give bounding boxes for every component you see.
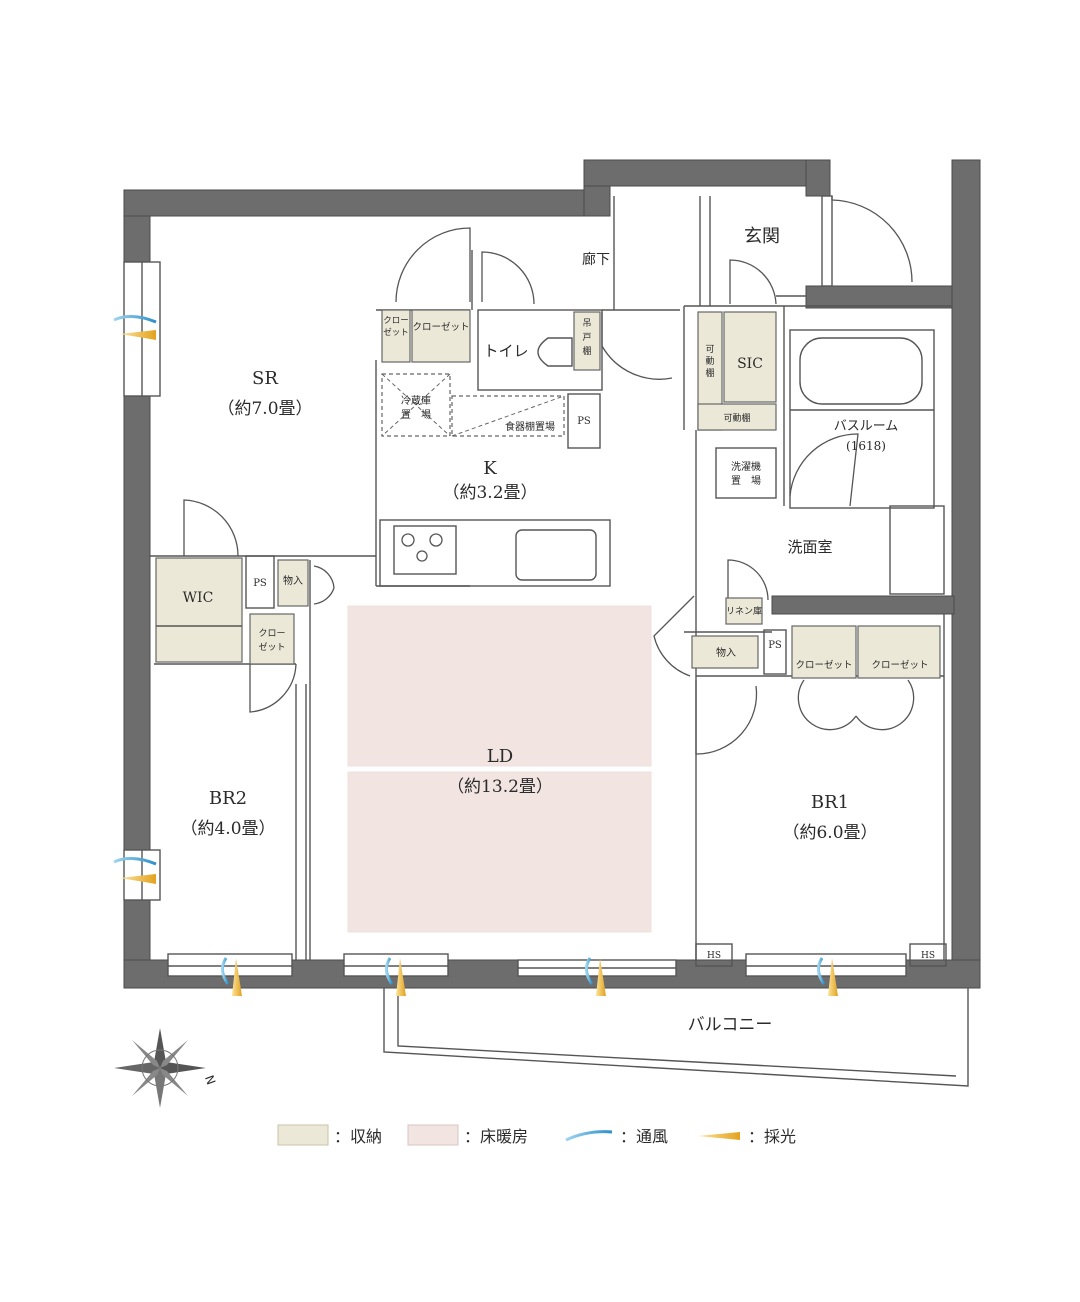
storage-sr-label: 物入 bbox=[283, 574, 303, 587]
sr-label: SR bbox=[252, 368, 278, 389]
legend-floor-heating-swatch bbox=[407, 1124, 459, 1146]
ld-size-label: （約13.2畳） bbox=[447, 777, 553, 797]
hs-left-label: HS bbox=[707, 951, 721, 961]
movable-shelf-v-label-3: 棚 bbox=[705, 367, 714, 379]
kitchen-label: K bbox=[483, 458, 497, 479]
br2-size-label: （約4.0畳） bbox=[180, 819, 275, 839]
legend: ：収納 ：床暖房 ：通風 ：採光 bbox=[277, 1124, 796, 1146]
movable-shelf-v-label-1: 可 bbox=[705, 344, 714, 355]
closet-br1-right-label: クローゼット bbox=[871, 659, 928, 671]
windows bbox=[123, 195, 907, 977]
sic-label: SIC bbox=[737, 356, 763, 372]
kitchen-size-label: （約3.2畳） bbox=[442, 483, 537, 503]
wic-label: WIC bbox=[183, 590, 214, 606]
balcony-label: バルコニー bbox=[688, 1015, 773, 1035]
compass-north-label: N bbox=[202, 1073, 218, 1086]
ventilation-markers bbox=[113, 315, 826, 985]
ps-br1-label: PS bbox=[768, 640, 782, 651]
closet-br2-label-1: クロー bbox=[258, 628, 285, 639]
closet-sr-small-label-1: クロー bbox=[383, 316, 409, 326]
hanging-cabinet-label-1: 吊 bbox=[582, 318, 591, 329]
washroom-label: 洗面室 bbox=[787, 538, 832, 556]
door-swings bbox=[183, 196, 915, 755]
legend-storage-swatch bbox=[277, 1124, 329, 1146]
br1-size-label: （約6.0畳） bbox=[782, 823, 877, 843]
legend-ventilation-label: ：通風 bbox=[620, 1127, 668, 1146]
linen-label: リネン庫 bbox=[726, 605, 762, 617]
storage-br1-label: 物入 bbox=[716, 646, 736, 659]
legend-daylight-label: ：採光 bbox=[748, 1127, 796, 1146]
br1-label: BR1 bbox=[811, 792, 849, 813]
hs-right-label: HS bbox=[921, 951, 935, 961]
fridge-label-1: 冷蔵庫 bbox=[401, 394, 431, 407]
sr-size-label: （約7.0畳） bbox=[217, 399, 312, 419]
legend-daylight-icon bbox=[698, 1132, 740, 1140]
closet-sr-small-label-2: ゼット bbox=[383, 327, 409, 338]
bathroom-size-label: (1618) bbox=[846, 439, 886, 453]
compass-icon bbox=[114, 1028, 206, 1108]
washer-label-1: 洗濯機 bbox=[731, 460, 761, 473]
movable-shelf-v-label-2: 動 bbox=[705, 356, 714, 367]
fridge-label-2: 置 場 bbox=[401, 408, 431, 421]
closet-br2-label-2: ゼット bbox=[258, 641, 285, 653]
closet-sr-label: クローゼット bbox=[412, 321, 469, 333]
hanging-cabinet-label-2: 戸 bbox=[582, 332, 591, 343]
floor-heating-area-south bbox=[347, 771, 652, 933]
bathroom-label: バスルーム bbox=[834, 419, 899, 434]
br2-label: BR2 bbox=[209, 788, 247, 809]
legend-ventilation-icon bbox=[565, 1130, 613, 1142]
toilet-label: トイレ bbox=[483, 342, 528, 360]
entrance-label: 玄関 bbox=[744, 226, 780, 247]
storage-areas bbox=[155, 309, 941, 679]
stove-icon bbox=[393, 525, 457, 575]
hallway-label: 廊下 bbox=[582, 251, 610, 268]
closet-br1-left-label: クローゼット bbox=[795, 659, 852, 671]
legend-storage-label: ：収納 bbox=[334, 1127, 382, 1146]
legend-floor-heating-label: ：床暖房 bbox=[464, 1127, 528, 1146]
floor-heating-area-north bbox=[347, 605, 652, 767]
ps-kitchen-label: PS bbox=[577, 416, 591, 427]
daylight-markers bbox=[120, 330, 838, 996]
movable-shelf-label: 可動棚 bbox=[723, 412, 750, 424]
ld-label: LD bbox=[487, 746, 513, 767]
ps-sr-label: PS bbox=[253, 578, 267, 589]
dish-shelf-label: 食器棚置場 bbox=[505, 420, 555, 433]
hanging-cabinet-label-3: 棚 bbox=[582, 345, 591, 357]
washer-label-2: 置 場 bbox=[731, 474, 761, 487]
